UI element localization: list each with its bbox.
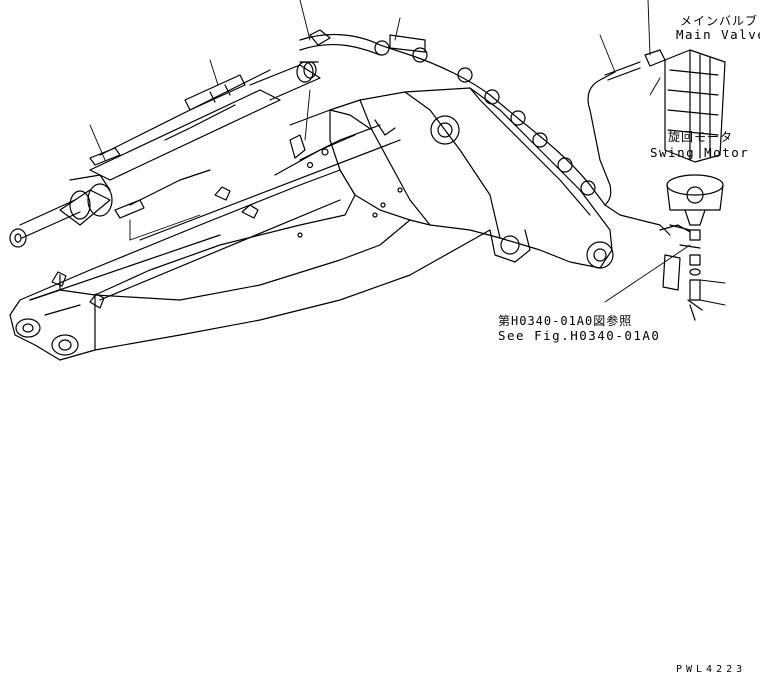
main-valve-label-jp: メインバルブ (680, 14, 759, 28)
arm-structure (9, 139, 491, 361)
boom-structure (274, 87, 614, 269)
arm-cylinder (9, 61, 321, 248)
main-valve-drawing (644, 49, 726, 163)
swing-motor-label-jp: 旋回モータ (668, 130, 734, 144)
leader-lines (89, 0, 726, 306)
main-valve-label-en: Main Valve (676, 27, 760, 42)
hose-routing (299, 29, 671, 236)
swing-motor-label-en: Swing Motor (650, 145, 750, 160)
see-figure-label-jp: 第H0340-01A0図参照 (498, 314, 633, 328)
see-figure-label-en: See Fig.H0340-01A0 (498, 328, 661, 343)
drawing-code: PWL4223 (676, 664, 747, 675)
swing-motor-drawing (659, 174, 724, 321)
